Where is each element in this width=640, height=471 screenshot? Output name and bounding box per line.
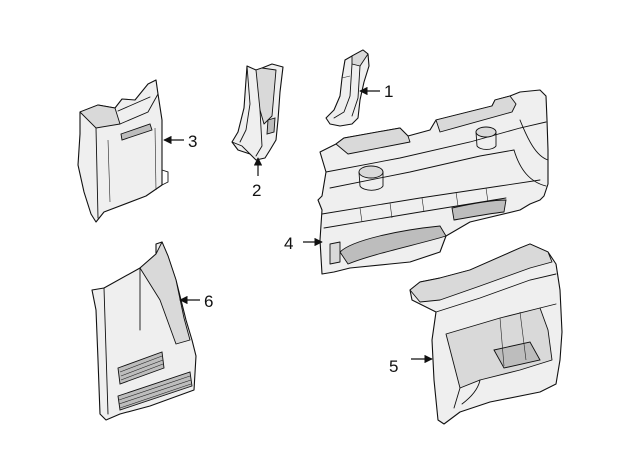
part-4-side-trim-panel[interactable] bbox=[317, 89, 549, 275]
part-2-pillar-trim[interactable] bbox=[231, 63, 284, 161]
callout-label-4: 4 bbox=[284, 234, 293, 253]
part-1-upper-pillar[interactable] bbox=[325, 49, 370, 127]
callout-1: 1 bbox=[359, 82, 393, 101]
callout-label-2: 2 bbox=[252, 181, 261, 200]
callout-6: 6 bbox=[179, 292, 213, 311]
part-6-lower-quarter-panel[interactable] bbox=[91, 241, 197, 421]
callout-label-6: 6 bbox=[204, 292, 213, 311]
callout-3: 3 bbox=[163, 132, 197, 151]
callout-label-1: 1 bbox=[384, 82, 393, 101]
callout-label-3: 3 bbox=[188, 132, 197, 151]
callout-label-5: 5 bbox=[389, 357, 398, 376]
part-3-trim-panel[interactable] bbox=[77, 79, 169, 223]
callout-2: 2 bbox=[252, 157, 263, 200]
callout-5: 5 bbox=[389, 354, 433, 376]
callout-4: 4 bbox=[284, 234, 323, 253]
part-5-rear-corner-trim[interactable] bbox=[409, 243, 563, 425]
